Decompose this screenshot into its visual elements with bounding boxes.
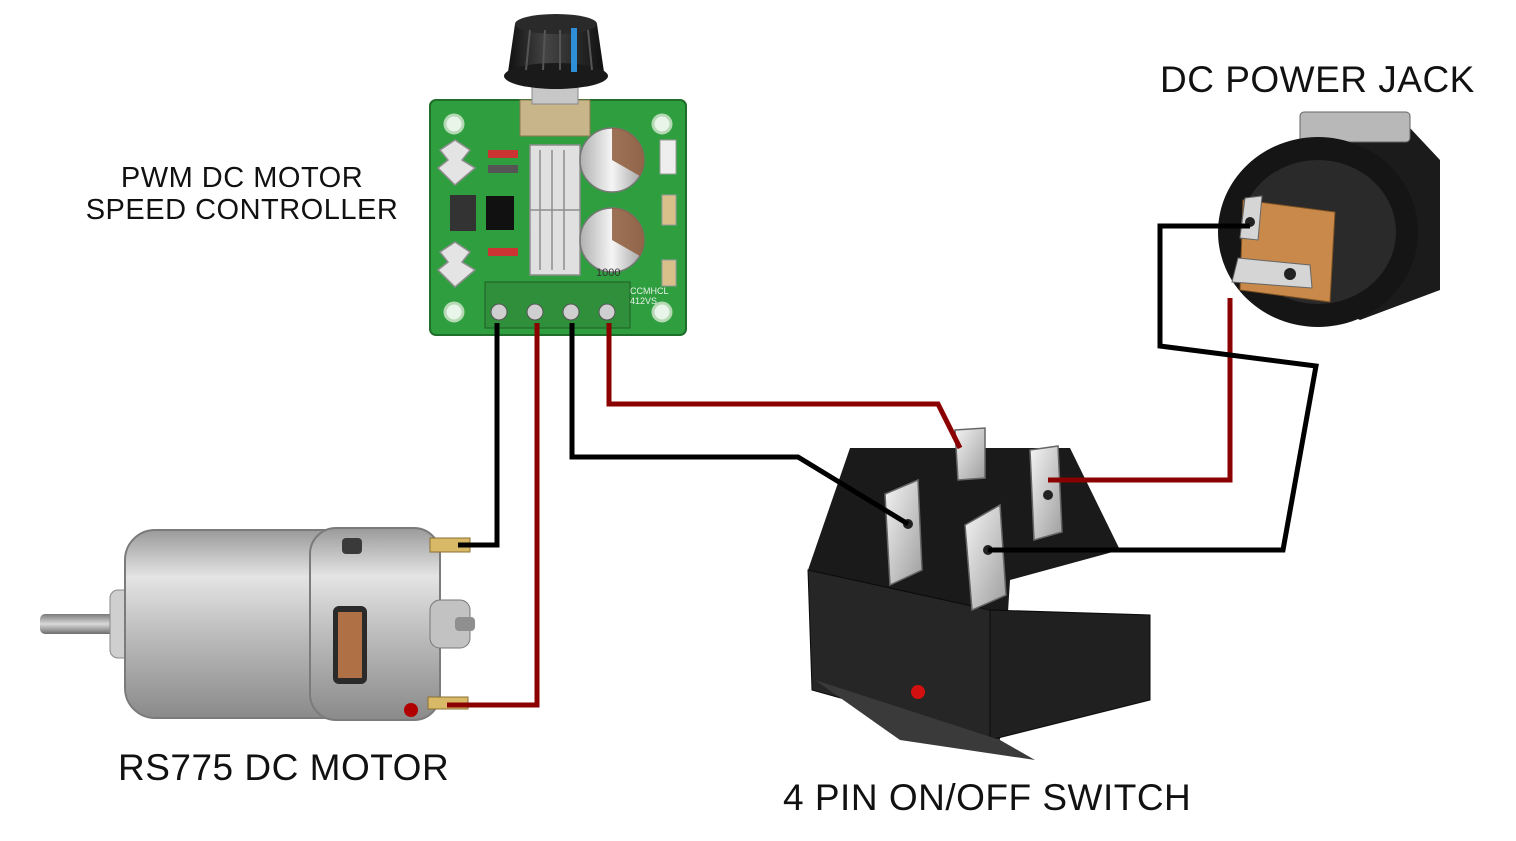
controller-label-line2: SPEED CONTROLLER: [85, 193, 399, 226]
pcb-rating-marking: 412VS: [630, 296, 657, 306]
capacitor-marking: 1000: [596, 267, 620, 279]
wire-positive-switch: [606, 323, 963, 450]
switch-lamp: [911, 685, 925, 699]
controller-label: PWM DC MOTOR SPEED CONTROLLER: [72, 162, 412, 227]
potentiometer-body: [519, 99, 591, 137]
mount-hole: [651, 113, 673, 135]
knob-icon: [504, 14, 608, 89]
switch-label: 4 PIN ON/OFF SWITCH: [783, 777, 1192, 818]
heatsink-icon: [436, 139, 477, 289]
mount-hole: [443, 113, 465, 135]
dc-power-jack: [1218, 111, 1440, 327]
pcb-model-marking: CCMHCL: [630, 286, 669, 296]
motor-label: RS775 DC MOTOR: [118, 747, 450, 788]
wire-positive-jack: [1048, 298, 1233, 483]
wire-negative-jack: [988, 223, 1319, 553]
pwm-controller: 1000 CCMHCL 412VS: [429, 14, 687, 336]
wire-positive-motor: [447, 323, 540, 708]
controller-label-line1: PWM DC MOTOR: [120, 162, 364, 194]
wires: [447, 223, 1319, 708]
wire-negative-motor: [458, 323, 500, 548]
mount-hole: [651, 301, 673, 323]
rocker-switch: [807, 427, 1151, 760]
motor-positive-marker: [404, 703, 418, 717]
ic-chip: [486, 196, 514, 230]
wire-negative-switch: [569, 323, 910, 527]
heatsink-icon: [529, 144, 581, 276]
power-jack-label: DC POWER JACK: [1160, 59, 1475, 100]
rs775-motor: [40, 527, 475, 721]
mount-hole: [443, 301, 465, 323]
capacitor-icon: 1000: [579, 127, 645, 279]
terminal-screws: [490, 303, 616, 321]
